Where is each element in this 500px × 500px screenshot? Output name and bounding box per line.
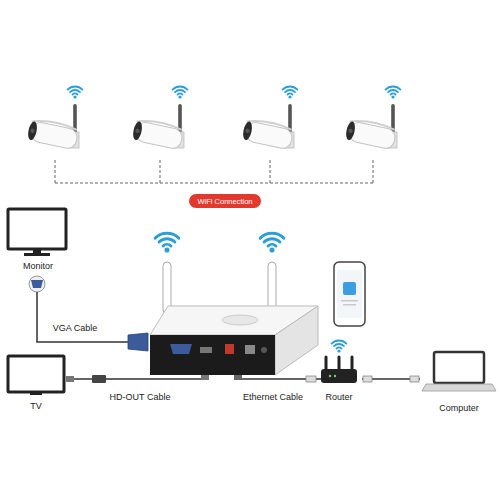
router-antenna: [351, 357, 354, 370]
rj45-plug: [363, 376, 372, 382]
router-antenna: [325, 357, 328, 370]
node-label: WiFi Connection: [197, 197, 252, 206]
hdmi-plug: [201, 375, 209, 380]
nvr-logo: [222, 315, 258, 325]
wifi-camera: [242, 104, 295, 150]
laptop-base: [422, 384, 496, 391]
wifi-camera: [27, 104, 80, 150]
hdmi-plug: [66, 376, 74, 382]
nvr-side: [275, 306, 318, 375]
cable-label: HD-OUT Cable: [108, 392, 173, 403]
computer-device: Computer: [420, 348, 498, 414]
app-line: [343, 304, 356, 306]
vga-connector: [128, 333, 148, 351]
node-label: Computer: [439, 403, 479, 414]
audio-port: [225, 344, 234, 354]
nvr-antenna: [268, 262, 276, 310]
monitor-stand: [33, 249, 41, 253]
phone-screen: [337, 270, 362, 318]
tv-device: TV: [4, 350, 68, 412]
wifi-icon: [386, 87, 401, 99]
router-antenna: [338, 357, 341, 370]
node-label: TV: [30, 401, 42, 412]
dashed-link: [270, 160, 271, 183]
monitor-stand: [24, 253, 50, 256]
tv-stand: [30, 392, 42, 395]
wifi-icon: [173, 87, 188, 99]
vga-plug: [29, 276, 45, 292]
wifi-icon: [332, 341, 347, 353]
wifi-icon: [155, 233, 179, 252]
node-label: Router: [325, 392, 352, 403]
rj45-plug: [234, 375, 242, 380]
hdmi-port: [200, 347, 212, 353]
monitor-screen: [8, 209, 66, 249]
dashed-link: [55, 183, 373, 184]
wifi-camera: [345, 104, 398, 150]
wifi-badge: WiFi Connection: [189, 194, 261, 208]
vga-cable: [37, 292, 128, 342]
hdmi-plug: [92, 375, 106, 383]
wifi-icon: [283, 87, 298, 99]
laptop-screen: [434, 352, 484, 383]
nvr-back-panel: [150, 335, 275, 375]
app-icon: [343, 282, 356, 295]
router-light: [334, 375, 336, 377]
wifi-icon: [68, 87, 83, 99]
rj45-plug: [410, 376, 419, 382]
router-body: [321, 369, 357, 383]
dashed-link: [160, 160, 161, 183]
lan-port: [245, 345, 255, 354]
node-label: Monitor: [23, 261, 53, 272]
vga-port: [170, 344, 192, 354]
tv-screen: [8, 356, 64, 392]
cable-label: VGA Cable: [51, 323, 100, 334]
phone-body: [334, 262, 365, 326]
dashed-link: [373, 160, 374, 183]
vga-plug: [31, 280, 43, 288]
router-device: Router: [316, 333, 362, 403]
dashed-link: [55, 160, 56, 183]
wifi-icon: [260, 233, 284, 252]
power-port: [261, 347, 267, 353]
wifi-camera: [132, 104, 185, 150]
cable-label: Ethernet Cable: [241, 392, 305, 403]
router-light: [329, 375, 331, 377]
monitor-device: Monitor: [4, 206, 72, 272]
rj45-plug: [306, 376, 316, 382]
app-line: [341, 300, 358, 302]
